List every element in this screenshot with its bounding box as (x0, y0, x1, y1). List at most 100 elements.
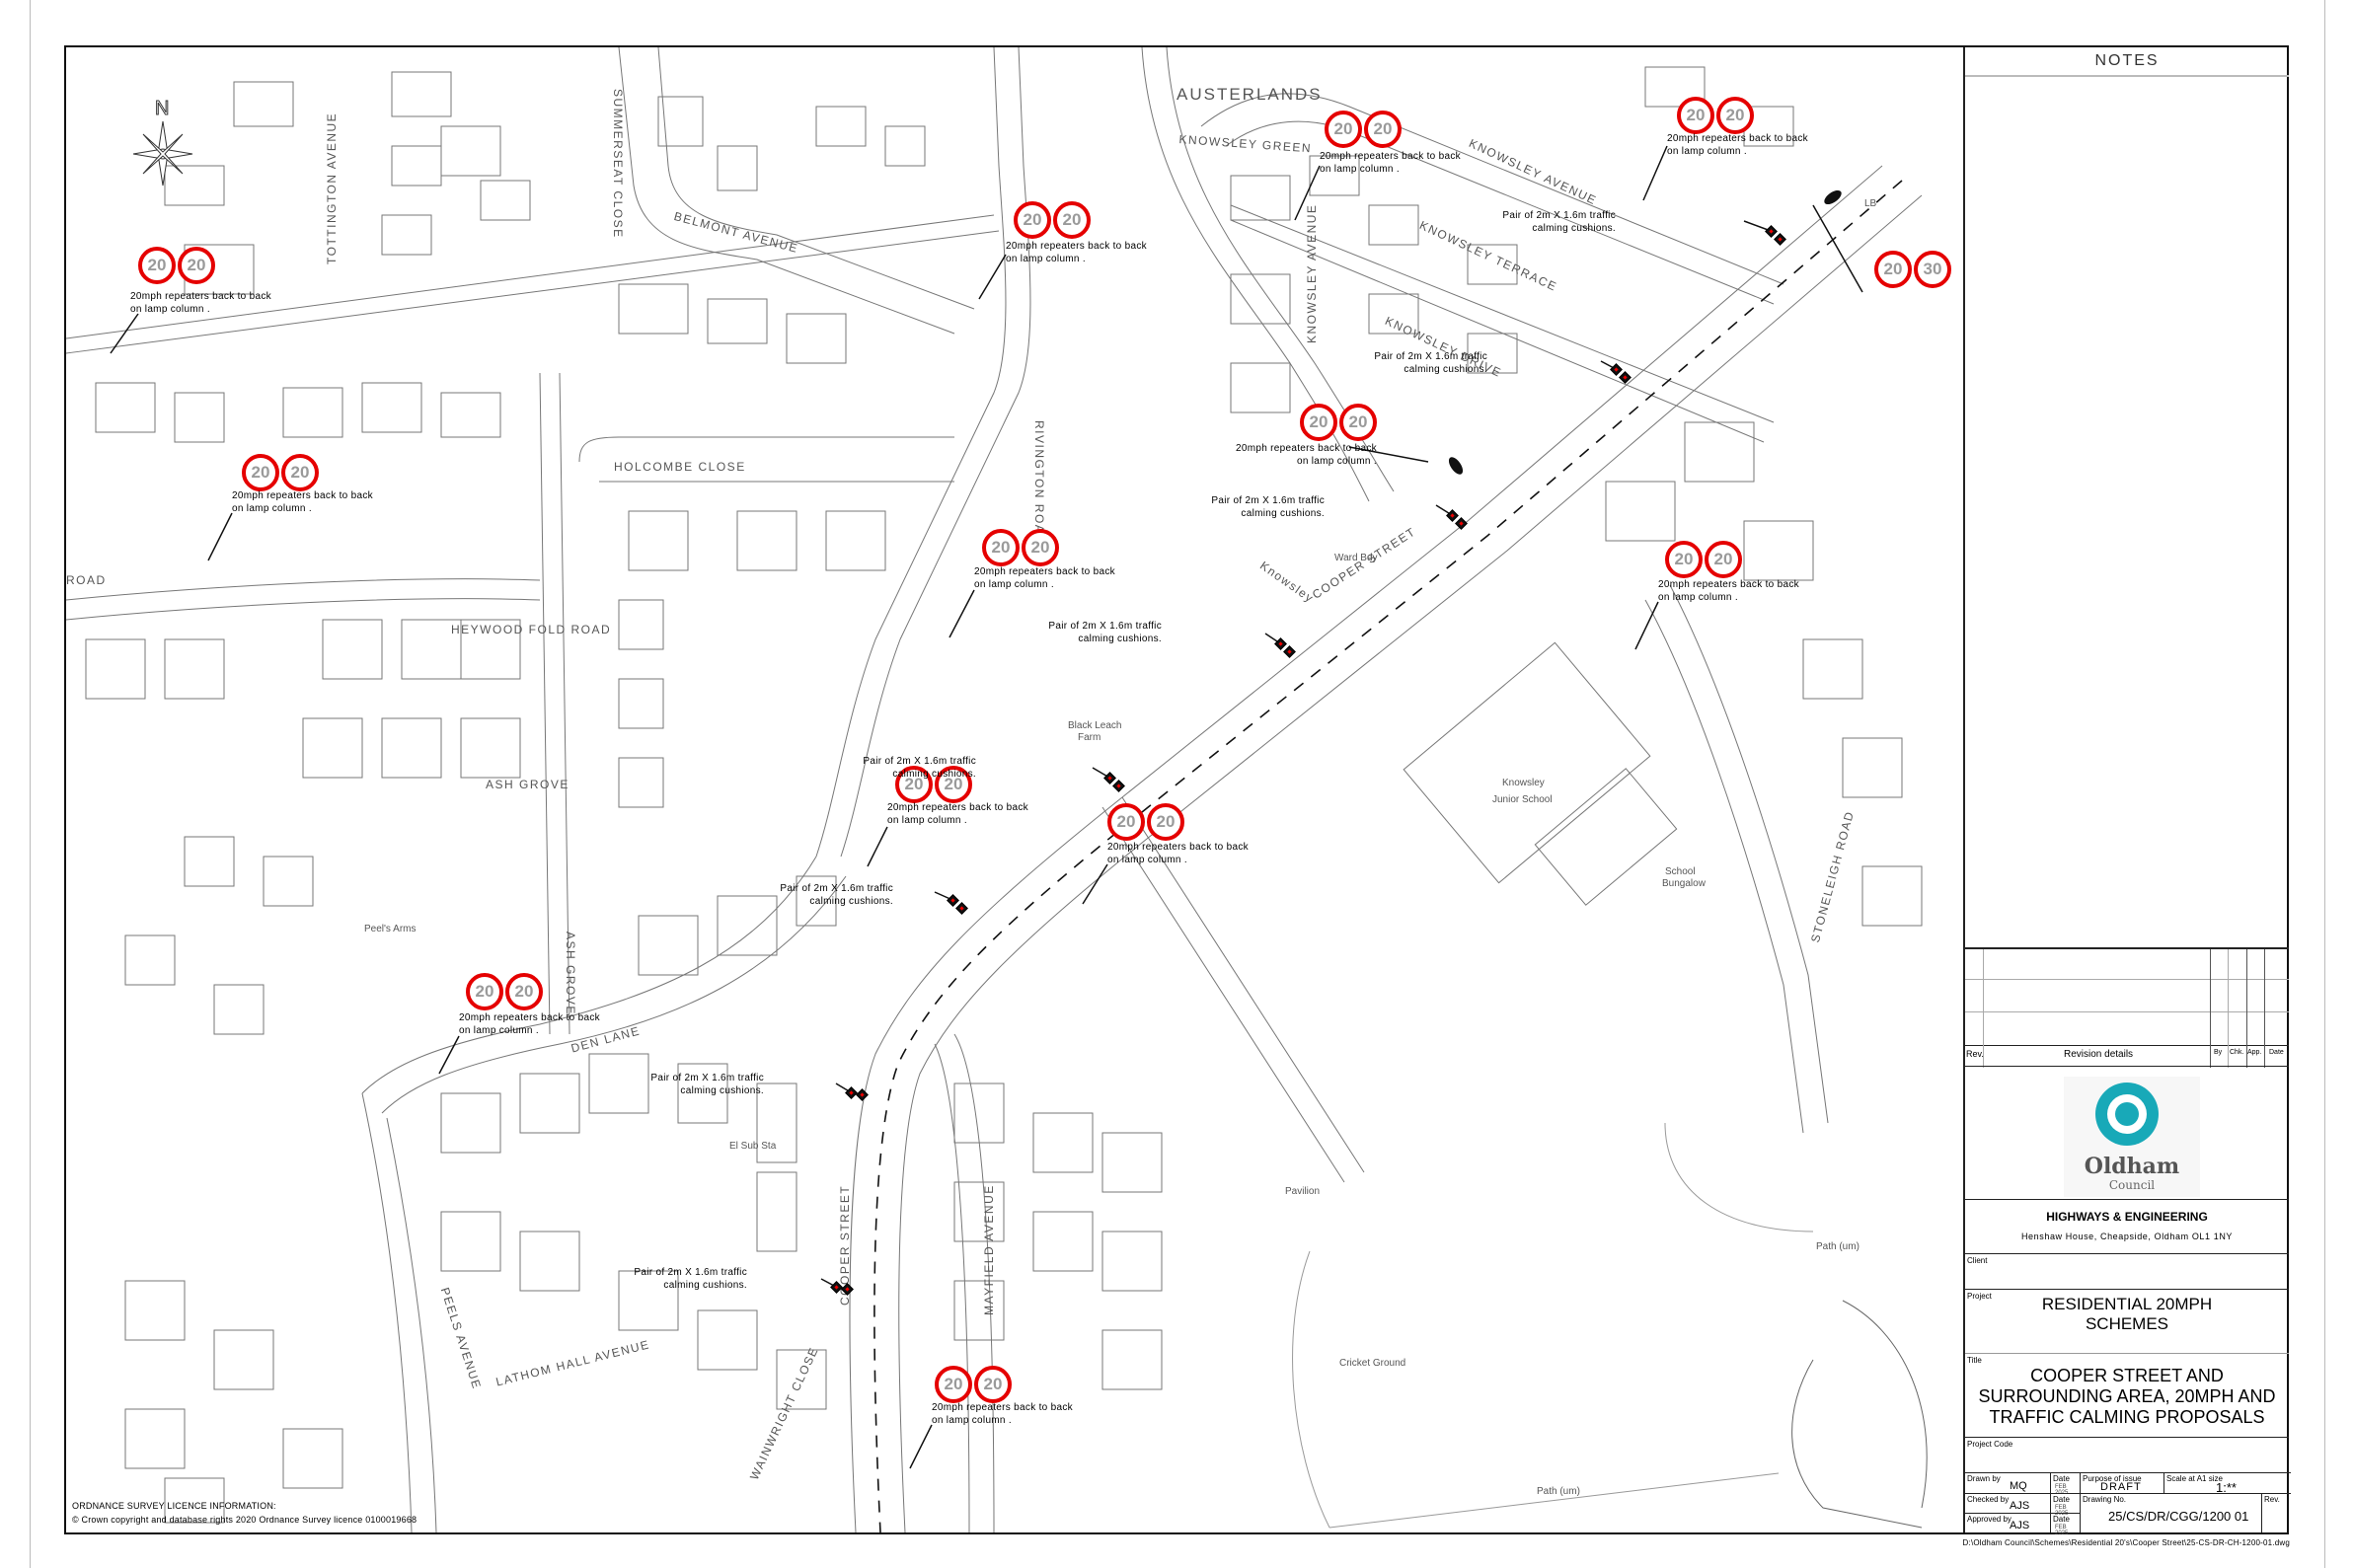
speed-limit-sign-icon: 20 (974, 1366, 1012, 1403)
approved-date-cell: Date FEB 2025 (2050, 1513, 2080, 1536)
purpose-cell: Purpose of issue DRAFT (2080, 1472, 2163, 1493)
client-box: Client (1965, 1253, 2289, 1290)
map-feature-label: Knowsley (1502, 778, 1545, 788)
map-feature-label: Path (um) (1537, 1486, 1580, 1497)
app-header: App. (2247, 1049, 2262, 1056)
speed-limit-sign-icon: 20 (1107, 803, 1145, 841)
speed-limit-sign-icon: 20 (466, 973, 503, 1010)
logo-name: Oldham (2084, 1154, 2180, 1179)
speed-limit-sign-icon: 20 (1053, 201, 1091, 239)
checked-by-cell: Checked by AJS (1964, 1493, 2050, 1513)
speed-limit-sign-icon: 30 (1914, 251, 1951, 288)
scale-cell: Scale at A1 size 1:** (2163, 1472, 2291, 1495)
map-feature-label: Black Leach (1068, 720, 1122, 731)
road-name-label: KNOWSLEY AVENUE (1305, 203, 1319, 343)
title-block: NOTES Rev. Revision details By Chk. App.… (1963, 47, 2291, 1536)
speed-limit-sign-icon: 20 (1300, 404, 1337, 441)
speed-limit-sign-icon: 20 (1014, 201, 1051, 239)
map-linework: N (66, 47, 1928, 1532)
project-label: Project (1967, 1292, 1992, 1301)
map-feature-label: Peel's Arms (364, 924, 417, 934)
title-box: Title COOPER STREET AND SURROUNDING AREA… (1965, 1353, 2289, 1438)
project-name: RESIDENTIAL 20MPH SCHEMES (2041, 1295, 2213, 1333)
project-code-label: Project Code (1967, 1440, 2013, 1449)
speed-limit-sign-icon: 20 (895, 766, 933, 803)
map-feature-label: Junior School (1492, 794, 1553, 805)
map-feature-label: Bungalow (1662, 878, 1706, 889)
department-block: HIGHWAYS & ENGINEERING Henshaw House, Ch… (1965, 1199, 2289, 1254)
road-name-label: HOLCOMBE CLOSE (614, 460, 746, 474)
licence-title: ORDNANCE SURVEY LICENCE INFORMATION: (72, 1501, 276, 1511)
checked-by-value: AJS (2010, 1500, 2030, 1512)
place-label: AUSTERLANDS (1176, 85, 1323, 104)
road-name-label: HEYWOOD FOLD ROAD (451, 623, 612, 636)
revision-table: Rev. Revision details By Chk. App. Date (1965, 947, 2289, 1068)
speed-limit-sign-icon: 20 (1665, 541, 1703, 578)
by-header: By (2214, 1049, 2223, 1056)
speed-limit-sign-icon: 20 (1705, 541, 1742, 578)
map-feature-label: Pavilion (1285, 1186, 1321, 1197)
project-code-box: Project Code (1965, 1437, 2289, 1473)
road-name-label: SUMMERSEAT CLOSE (611, 89, 625, 239)
file-path: D:\Oldham Council\Schemes\Residential 20… (1962, 1538, 2290, 1547)
speed-limit-sign-icon: 20 (1364, 111, 1402, 148)
logo-subtitle: Council (2108, 1178, 2156, 1192)
speed-limit-sign-icon: 20 (1022, 529, 1059, 566)
rev-header: Rev. (1966, 1049, 1984, 1059)
road-name-label: ASH GROVE (564, 932, 577, 1015)
speed-limit-sign-icon: 20 (1677, 97, 1714, 134)
chk-header: Chk. (2230, 1049, 2244, 1056)
approved-by-cell: Approved by AJS (1964, 1513, 2050, 1532)
speed-limit-sign-icon: 20 (935, 1366, 972, 1403)
sheet-guide-left (30, 0, 31, 1568)
speed-limit-sign-icon: 20 (1325, 111, 1362, 148)
map-feature-label: Cricket Ground (1339, 1358, 1406, 1369)
speed-limit-sign-icon: 20 (178, 247, 215, 284)
purpose-value: DRAFT (2100, 1481, 2142, 1493)
checked-date-cell: Date FEB 2025 (2050, 1493, 2080, 1517)
oldham-council-logo: Oldham Council (2064, 1077, 2200, 1197)
drawing-title: COOPER STREET AND SURROUNDING AREA, 20MP… (1978, 1366, 2276, 1427)
speed-limit-sign-icon: 20 (1339, 404, 1377, 441)
speed-limit-sign-icon: 20 (138, 247, 176, 284)
client-label: Client (1967, 1256, 1988, 1265)
speed-limit-sign-icon: 20 (505, 973, 543, 1010)
drawing-number: 25/CS/DR/CGG/1200 01 (2108, 1509, 2249, 1524)
licence-text: © Crown copyright and database rights 20… (72, 1515, 417, 1525)
map-feature-label: Farm (1078, 732, 1101, 743)
notes-body (1965, 77, 2289, 945)
drawn-date-cell: Date FEB 2025 (2050, 1472, 2080, 1496)
map-feature-label: LB (1864, 198, 1877, 209)
road-name-label: ASH GROVE (486, 778, 569, 791)
title-label: Title (1967, 1356, 1982, 1365)
sheet-guide-right (2324, 0, 2325, 1568)
os-licence-block: ORDNANCE SURVEY LICENCE INFORMATION: © C… (72, 1499, 417, 1527)
drawn-by-value: MQ (2010, 1480, 2027, 1492)
council-logo-area: Oldham Council (1965, 1066, 2289, 1200)
drawing-number-cell: Drawing No. 25/CS/DR/CGG/1200 01 (2080, 1493, 2261, 1532)
